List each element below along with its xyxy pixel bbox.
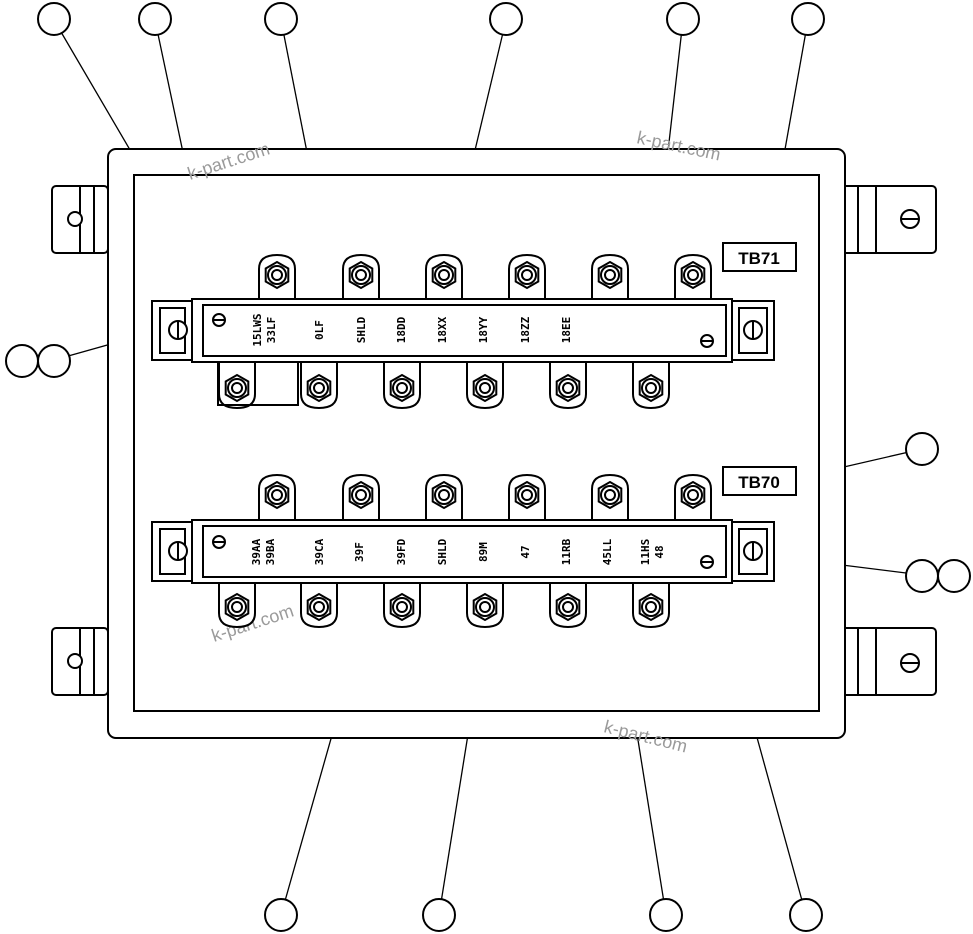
mounting-ear-top-left	[51, 185, 109, 254]
terminal-stud	[549, 577, 587, 629]
tb71-terminal-label: 18ZZ	[519, 316, 532, 343]
tag-tb71-text: TB71	[738, 249, 780, 268]
tb71-terminal-label: 0LF	[313, 320, 326, 340]
enclosure-inner	[133, 174, 820, 712]
terminal-stud	[591, 473, 629, 525]
callout-balloon	[138, 2, 172, 36]
callout-balloon	[649, 898, 683, 932]
tb70-terminal-label: 39F	[353, 542, 366, 562]
terminal-stud	[674, 473, 712, 525]
tb70-top-screws	[258, 473, 712, 525]
callout-balloon	[937, 559, 971, 593]
callout-balloon	[37, 2, 71, 36]
tb71-terminal-label: 15LWS	[251, 313, 264, 346]
tb70-terminal-label: 39BA	[264, 538, 277, 565]
terminal-stud	[383, 577, 421, 629]
tb71-top-screws	[258, 253, 712, 305]
tb70-terminal-label: 39FD	[395, 538, 408, 565]
terminal-stud	[508, 473, 546, 525]
tb70-terminal-label: SHLD	[436, 538, 449, 565]
tb70-strip	[191, 519, 733, 584]
terminal-stud	[674, 253, 712, 305]
callout-balloon	[789, 898, 823, 932]
tb71-terminal-label: SHLD	[355, 316, 368, 343]
terminal-stud	[218, 577, 256, 629]
callout-balloon	[489, 2, 523, 36]
tb70-terminal-label: 89M	[477, 542, 490, 562]
tb70-terminal-label: 47	[519, 545, 532, 558]
callout-balloon	[37, 344, 71, 378]
enclosure-outer	[107, 148, 846, 739]
callout-balloon	[5, 344, 39, 378]
callout-balloon	[422, 898, 456, 932]
tb70-terminal-label: 48	[653, 545, 666, 558]
terminal-stud	[300, 577, 338, 629]
tag-tb71: TB71	[722, 242, 797, 272]
terminal-stud	[383, 358, 421, 410]
terminal-stud	[632, 358, 670, 410]
tag-tb70-text: TB70	[738, 473, 780, 492]
terminal-stud	[549, 358, 587, 410]
terminal-stud	[218, 358, 256, 410]
terminal-stud	[342, 253, 380, 305]
tag-tb70: TB70	[722, 466, 797, 496]
terminal-stud	[466, 577, 504, 629]
callout-balloons	[5, 2, 971, 932]
tb70-terminal-label: 45LL	[601, 538, 614, 565]
tb70-terminal-label: 39CA	[313, 538, 326, 565]
terminal-stud	[258, 253, 296, 305]
terminal-stud	[342, 473, 380, 525]
tb70-bottom-screws	[218, 577, 670, 629]
callout-balloon	[264, 898, 298, 932]
terminal-stud	[258, 473, 296, 525]
callout-balloon	[791, 2, 825, 36]
terminal-stud	[425, 253, 463, 305]
callout-balloon	[666, 2, 700, 36]
terminal-stud	[591, 253, 629, 305]
mounting-ear-bottom-right	[839, 627, 937, 696]
terminal-stud	[300, 358, 338, 410]
mounting-ear-top-right	[839, 185, 937, 254]
tb70-terminal-label: 11HS	[639, 539, 652, 566]
terminal-stud	[508, 253, 546, 305]
tb71-terminal-label: 33LF	[265, 317, 278, 344]
tb71-terminal-label: 18DD	[395, 316, 408, 343]
mounting-ear-bottom-left	[51, 627, 109, 696]
tb71-strip	[191, 298, 733, 363]
callout-balloon	[905, 432, 939, 466]
tb71-terminal-label: 18EE	[560, 317, 573, 344]
tb71-terminal-label: 18XX	[436, 316, 449, 343]
tb70-terminal-label: 39AA	[250, 538, 263, 565]
tb71-terminal-label: 18YY	[477, 316, 490, 343]
terminal-stud	[425, 473, 463, 525]
tb71-bottom-screws	[218, 358, 670, 410]
tb70-terminal-label: 11RB	[560, 538, 573, 565]
terminal-stud	[466, 358, 504, 410]
callout-balloon	[264, 2, 298, 36]
callout-balloon	[905, 559, 939, 593]
terminal-stud	[632, 577, 670, 629]
